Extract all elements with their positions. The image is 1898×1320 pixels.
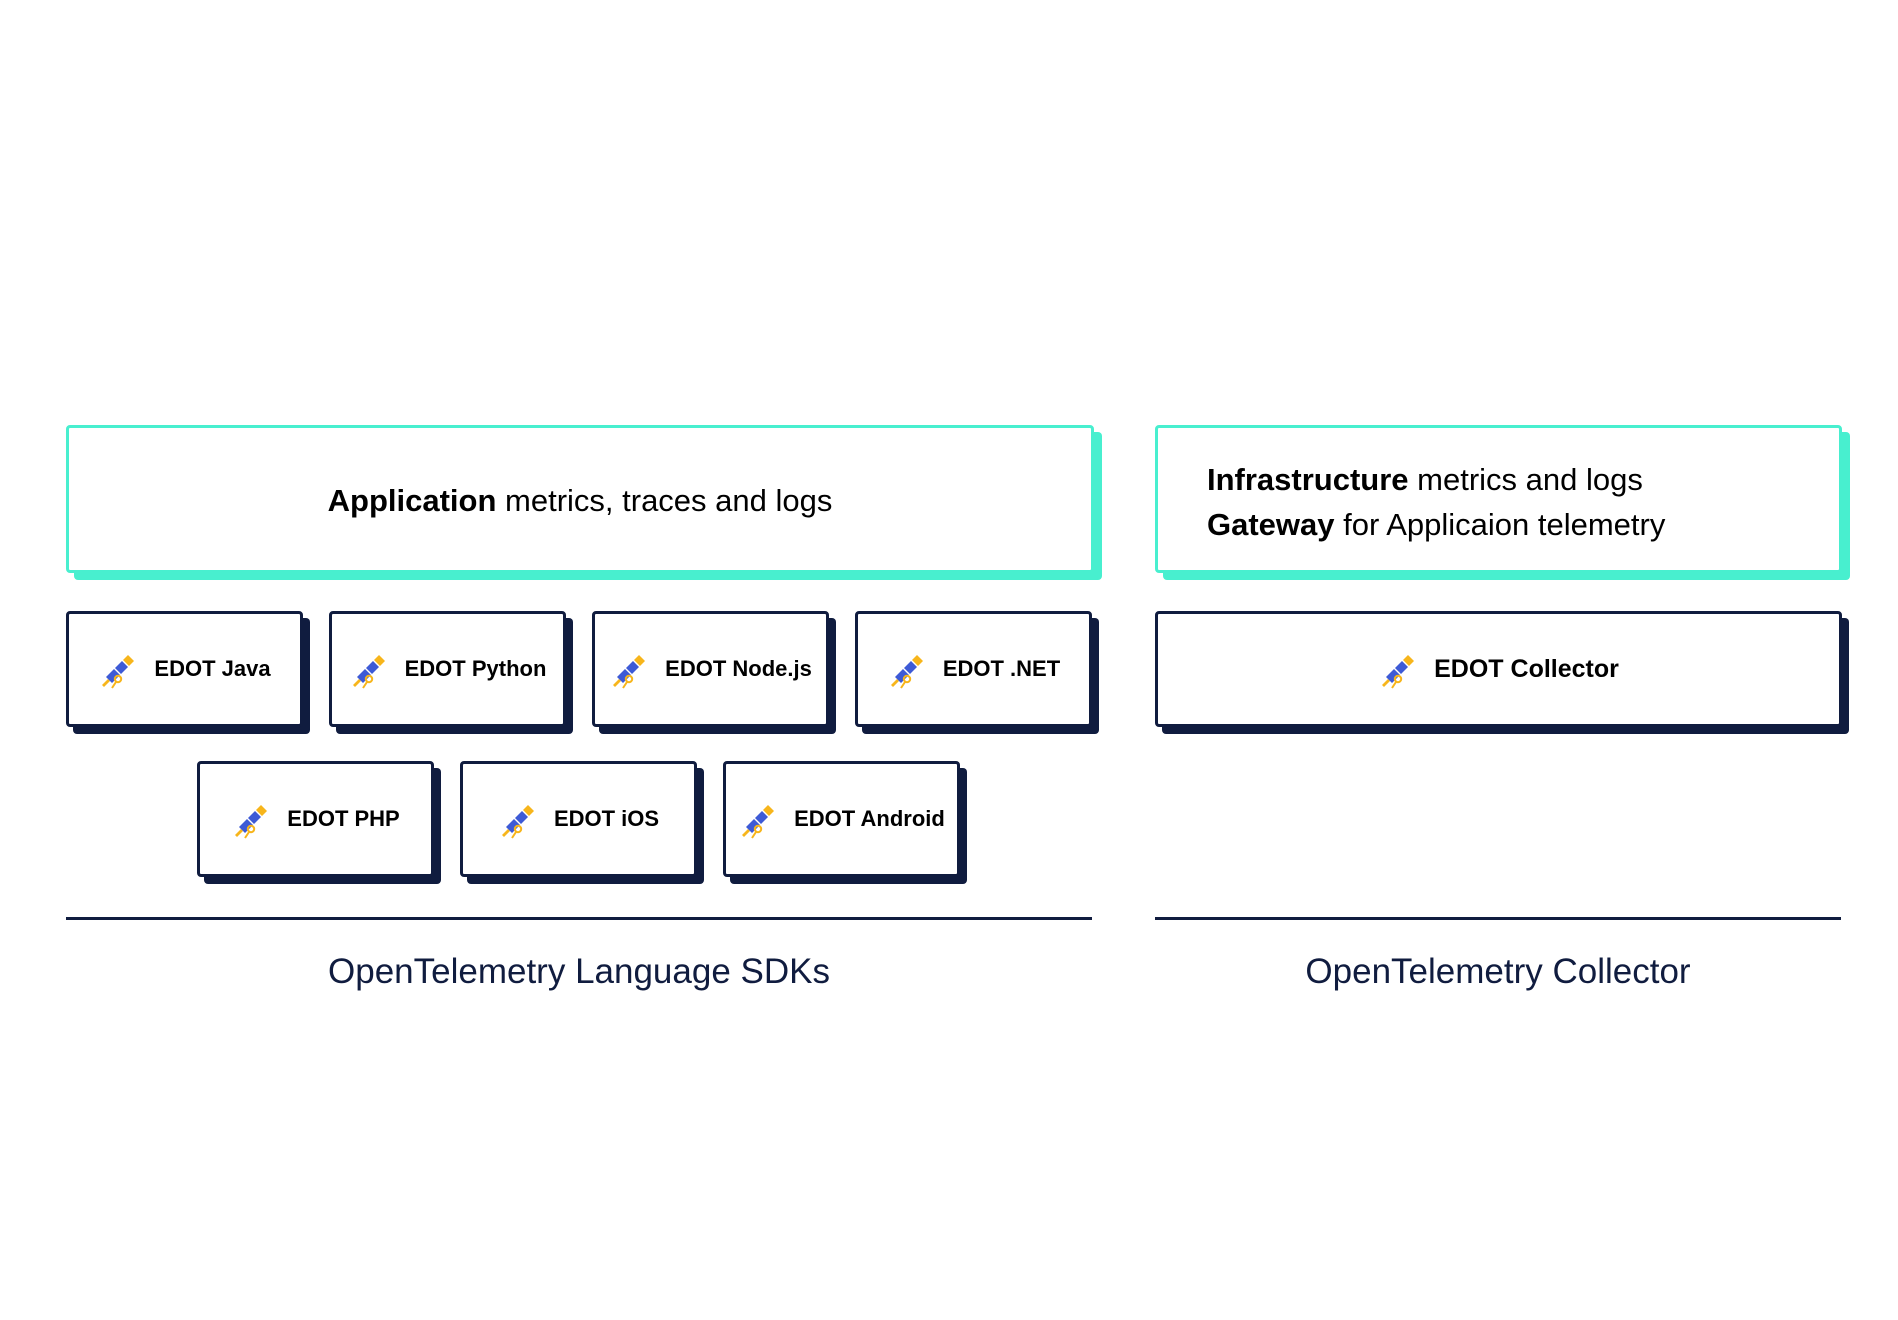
infrastructure-line: Infrastructure metrics and logs (1207, 457, 1643, 502)
application-rest: metrics, traces and logs (496, 483, 833, 518)
edot-nodejs-box: EDOT Node.js (592, 611, 829, 727)
edot-telescope-icon (351, 654, 386, 689)
edot-java-box: EDOT Java (66, 611, 303, 727)
edot-telescope-icon (500, 804, 535, 839)
edot-dotnet-label: EDOT .NET (942, 656, 1061, 681)
sdk-divider (66, 917, 1092, 920)
edot-ios-label: EDOT iOS (553, 806, 660, 831)
sdk-footer-label: OpenTelemetry Language SDKs (328, 952, 830, 991)
edot-android-label: EDOT Android (794, 806, 945, 831)
application-bold: Application (327, 483, 497, 518)
collector-divider (1155, 917, 1841, 920)
infrastructure-bold: Infrastructure (1207, 462, 1409, 497)
edot-collector-label: EDOT Collector (1434, 654, 1619, 683)
edot-android-box: EDOT Android (723, 761, 960, 877)
edot-telescope-icon (101, 654, 136, 689)
application-telemetry-text: Application metrics, traces and logs (69, 478, 1091, 523)
edot-php-box: EDOT PHP (197, 761, 434, 877)
collector-footer-label: OpenTelemetry Collector (1305, 952, 1691, 991)
gateway-line: Gateway for Applicaion telemetry (1207, 502, 1665, 547)
edot-telescope-icon (612, 654, 647, 689)
edot-telescope-icon (234, 804, 269, 839)
application-telemetry-box: Application metrics, traces and logs (66, 425, 1094, 573)
edot-ios-box: EDOT iOS (460, 761, 697, 877)
gateway-rest: for Applicaion telemetry (1334, 507, 1666, 542)
edot-telescope-icon (1381, 654, 1416, 689)
edot-python-box: EDOT Python (329, 611, 566, 727)
edot-nodejs-label: EDOT Node.js (665, 656, 812, 681)
edot-php-label: EDOT PHP (287, 806, 400, 831)
gateway-bold: Gateway (1207, 507, 1335, 542)
edot-telescope-icon (741, 804, 776, 839)
edot-python-label: EDOT Python (404, 656, 547, 681)
infrastructure-gateway-box: Infrastructure metrics and logs Gateway … (1155, 425, 1842, 573)
edot-collector-box: EDOT Collector (1155, 611, 1842, 727)
edot-java-label: EDOT Java (154, 656, 271, 681)
edot-dotnet-box: EDOT .NET (855, 611, 1092, 727)
infrastructure-rest: metrics and logs (1408, 462, 1643, 497)
edot-telescope-icon (889, 654, 924, 689)
